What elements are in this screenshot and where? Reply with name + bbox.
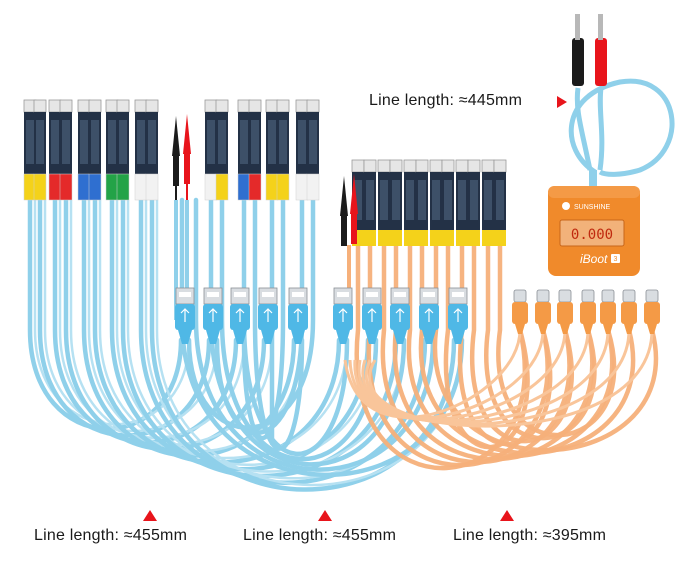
- alligator-clips: [172, 114, 358, 246]
- bottom-left-line-length-label: Line length: ≈455mm: [34, 527, 188, 544]
- alligator-clip-icon: [340, 176, 348, 246]
- usb-a-plug-icon: [203, 287, 223, 344]
- device-display: 0.000: [571, 227, 613, 243]
- usb-a-plug-icon: [419, 287, 439, 344]
- usb-c-plug-icon: [580, 289, 596, 334]
- arrow-up-icon: [318, 510, 332, 521]
- arrow-up-icon: [143, 510, 157, 521]
- orange-cable-loops: [343, 242, 659, 471]
- device-model-badge: 3: [614, 256, 618, 263]
- iboot-device: SUNSHINE 0.000 iBoot 3: [548, 186, 640, 276]
- usb-a-plug-icon: [448, 287, 468, 344]
- device-model: iBoot: [580, 252, 608, 266]
- banana-plug-lead: [568, 14, 675, 188]
- usb-a-plug-icon: [175, 287, 195, 344]
- arrow-up-icon: [500, 510, 514, 521]
- bottom-right-line-length-label: Line length: ≈395mm: [453, 527, 607, 544]
- usb-c-plug-icon: [644, 289, 660, 334]
- usb-a-plug-icon: [258, 287, 278, 344]
- usb-a-plug-icon: [288, 287, 308, 344]
- usb-c-plug-icon: [535, 289, 551, 334]
- top-line-length-label: Line length: ≈445mm: [369, 92, 523, 109]
- banana-plug-icon: [572, 14, 607, 86]
- usb-c-plug-icon: [600, 289, 616, 334]
- arrow-right-icon: [557, 96, 567, 108]
- alligator-clip-icon: [172, 116, 180, 200]
- device-brand: SUNSHINE: [574, 204, 611, 211]
- usb-a-plug-icon: [333, 287, 353, 344]
- usb-a-plug-icon: [230, 287, 250, 344]
- usb-c-plug-icon: [512, 289, 528, 334]
- usb-a-plug-icon: [390, 287, 410, 344]
- usb-a-plugs: [175, 287, 468, 344]
- usb-c-plug-icon: [557, 289, 573, 334]
- middle-flex-connectors: [351, 159, 507, 246]
- left-flex-connectors: [23, 99, 320, 201]
- bottom-center-line-length-label: Line length: ≈455mm: [243, 527, 397, 544]
- usb-c-plugs: [512, 289, 660, 334]
- usb-a-plug-icon: [362, 287, 382, 344]
- usb-c-plug-icon: [621, 289, 637, 334]
- alligator-clip-icon: [350, 174, 358, 244]
- alligator-clip-icon: [183, 114, 191, 200]
